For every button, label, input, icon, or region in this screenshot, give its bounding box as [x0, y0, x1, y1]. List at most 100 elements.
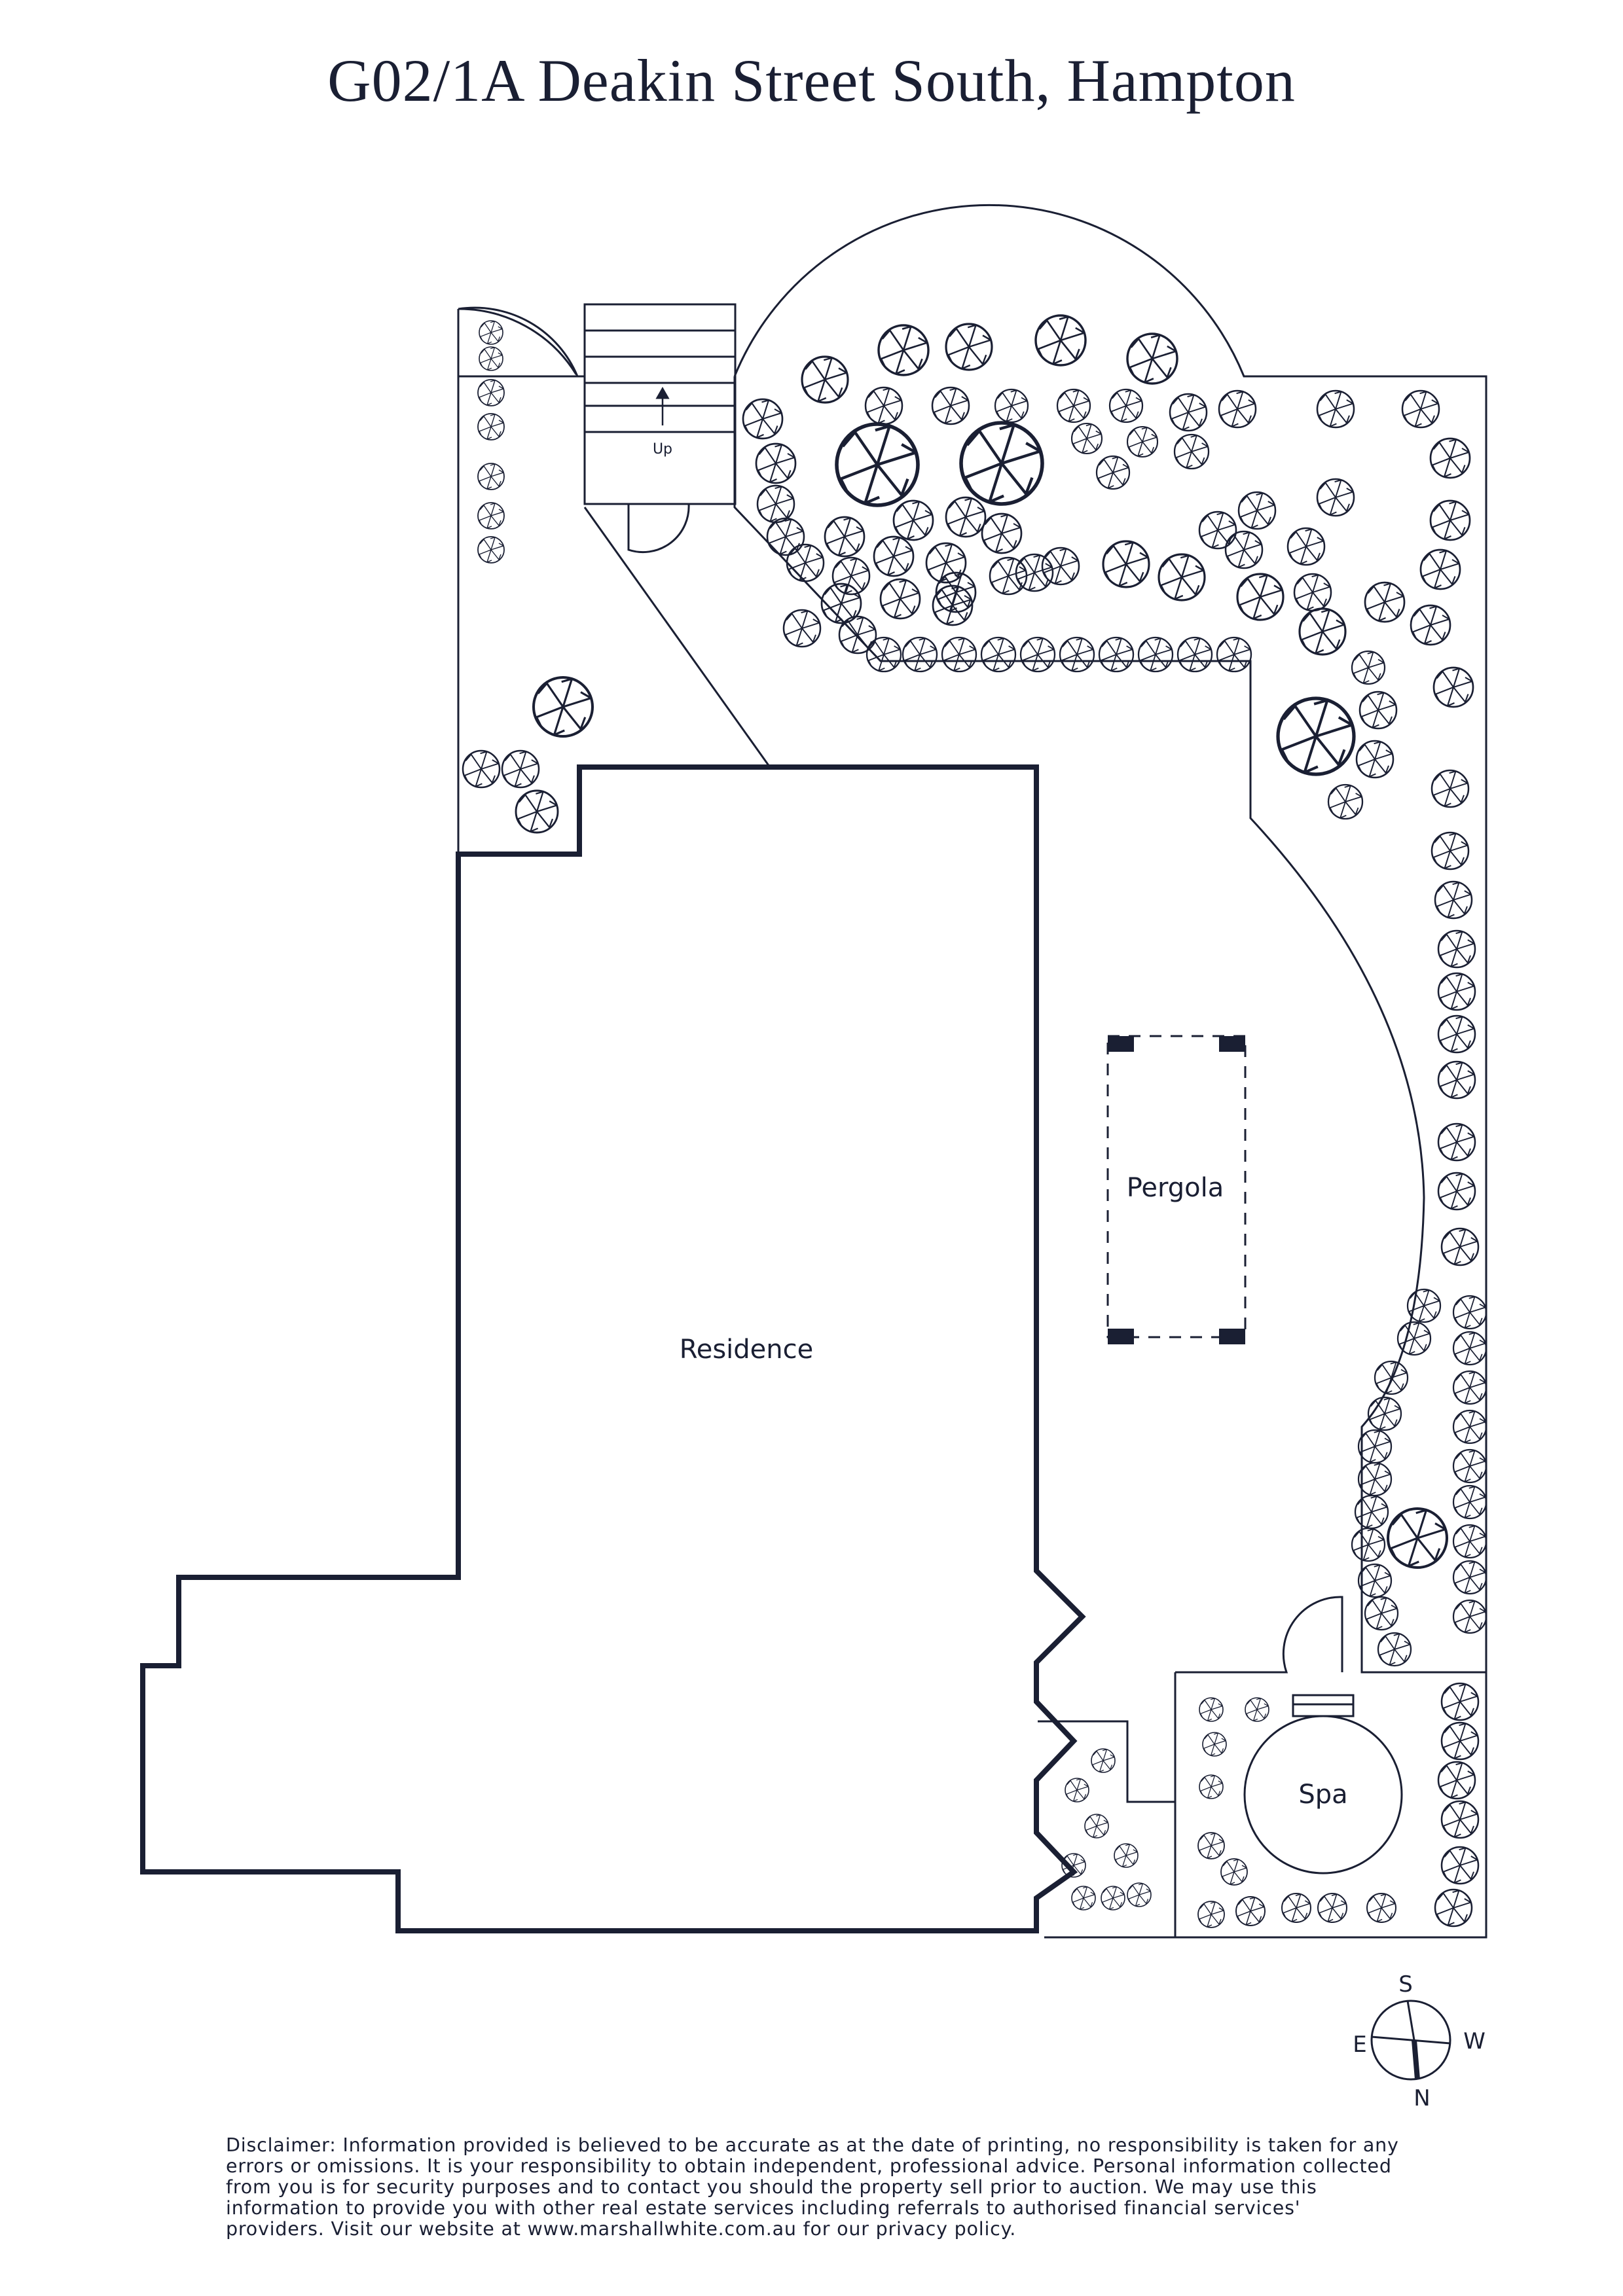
tree-icon	[1070, 422, 1103, 455]
tree-icon	[1235, 1896, 1266, 1926]
tree-icon	[1440, 1682, 1480, 1721]
spa-label: Spa	[1298, 1780, 1347, 1810]
tree-icon	[892, 499, 934, 541]
tree-icon	[515, 789, 559, 834]
tree-icon	[1437, 1060, 1476, 1100]
tree-icon	[477, 379, 505, 406]
tree-icon	[1286, 527, 1326, 566]
tree-icon	[1095, 455, 1131, 490]
tree-icon	[1071, 1886, 1096, 1910]
tree-icon	[961, 423, 1042, 504]
tree-icon	[1237, 491, 1277, 530]
tree-icon	[1437, 1014, 1476, 1054]
tree-icon	[1351, 1527, 1386, 1562]
tree-icon	[479, 320, 503, 345]
tree-icon	[1327, 783, 1364, 820]
tree-icon	[1364, 1596, 1399, 1631]
pergola	[1106, 1035, 1247, 1344]
tree-icon	[1434, 880, 1473, 920]
tree-icon	[1034, 314, 1087, 367]
tree-icon	[935, 571, 977, 613]
tree-icon	[1236, 573, 1285, 621]
tree-icon	[756, 484, 795, 524]
tree-icon	[1410, 604, 1451, 646]
tree-icon	[1218, 389, 1257, 429]
tree-icon	[755, 442, 797, 484]
tree-icon	[1452, 1599, 1487, 1634]
compass-icon	[1370, 2000, 1451, 2081]
tree-icon	[1357, 1429, 1393, 1464]
tree-icon	[1406, 1288, 1442, 1323]
tree-icon	[837, 424, 918, 505]
tree-icon	[1065, 1778, 1089, 1803]
tree-icon	[831, 556, 871, 596]
tree-icon	[1084, 1814, 1109, 1839]
tree-icon	[1056, 388, 1091, 423]
tree-icon	[866, 636, 902, 673]
tree-icon	[1114, 1843, 1139, 1868]
tree-icon	[941, 636, 977, 673]
tree-icon	[1452, 1484, 1487, 1520]
tree-icon	[766, 517, 805, 556]
compass-e: E	[1353, 2032, 1366, 2058]
tree-icon	[1437, 1122, 1476, 1162]
tree-icon	[1202, 1732, 1227, 1757]
tree-icon	[1281, 1893, 1311, 1923]
tree-icon	[1440, 1227, 1480, 1266]
tree-icon	[1059, 636, 1095, 673]
tree-icon	[1293, 573, 1332, 612]
tree-icon	[1452, 1560, 1487, 1595]
tree-icon	[1452, 1331, 1487, 1366]
tree-icon	[877, 324, 930, 376]
residence-label: Residence	[680, 1335, 814, 1365]
tree-icon	[1434, 1888, 1473, 1928]
tree-icon	[1278, 698, 1354, 774]
tree-icon	[1173, 433, 1210, 470]
tree-icon	[1015, 553, 1054, 592]
tree-icon	[1199, 1774, 1224, 1799]
tree-icon	[1437, 1761, 1476, 1800]
tree-icon	[782, 609, 822, 648]
tree-icon	[1351, 650, 1386, 685]
tree-icon	[879, 578, 921, 620]
tree-icon	[1364, 581, 1406, 623]
tree-icon	[1019, 636, 1056, 673]
tree-icon	[838, 615, 877, 655]
pergola-label: Pergola	[1127, 1173, 1224, 1203]
tree-icon	[1419, 548, 1461, 590]
tree-icon	[1432, 666, 1474, 708]
tree-icon	[1357, 1563, 1393, 1598]
tree-icon	[479, 346, 503, 371]
page-title: G02/1A Deakin Street South, Hampton	[327, 47, 1296, 114]
tree-icon	[980, 636, 1017, 673]
tree-icon	[534, 677, 593, 736]
tree-icon	[1440, 1846, 1480, 1885]
tree-icon	[501, 749, 540, 789]
tree-icon	[1431, 831, 1470, 870]
tree-icon	[1429, 499, 1471, 541]
tree-icon	[1437, 972, 1476, 1011]
tree-icon	[1137, 636, 1174, 673]
tree-icon	[1316, 389, 1355, 429]
tree-icon	[989, 556, 1028, 596]
tree-icon	[1169, 393, 1208, 432]
tree-icon	[1452, 1524, 1487, 1559]
compass-s: S	[1398, 1971, 1413, 1998]
tree-icon	[1224, 530, 1264, 569]
stairs-label: Up	[653, 441, 672, 457]
tree-icon	[1199, 1697, 1224, 1722]
tree-icon	[1440, 1721, 1480, 1761]
tree-icon	[462, 749, 501, 789]
tree-icon	[1197, 1901, 1225, 1928]
tree-icon	[786, 543, 825, 583]
gate-arc	[458, 308, 577, 375]
tree-icon	[1357, 1462, 1393, 1497]
tree-icon	[1127, 1882, 1152, 1907]
tree-icon	[1101, 1886, 1125, 1910]
tree-icon	[1366, 1893, 1396, 1923]
tree-icon	[1388, 1509, 1447, 1568]
tree-icon	[1298, 607, 1347, 656]
tree-icon	[1437, 1172, 1476, 1211]
tree-icon	[1359, 691, 1398, 730]
